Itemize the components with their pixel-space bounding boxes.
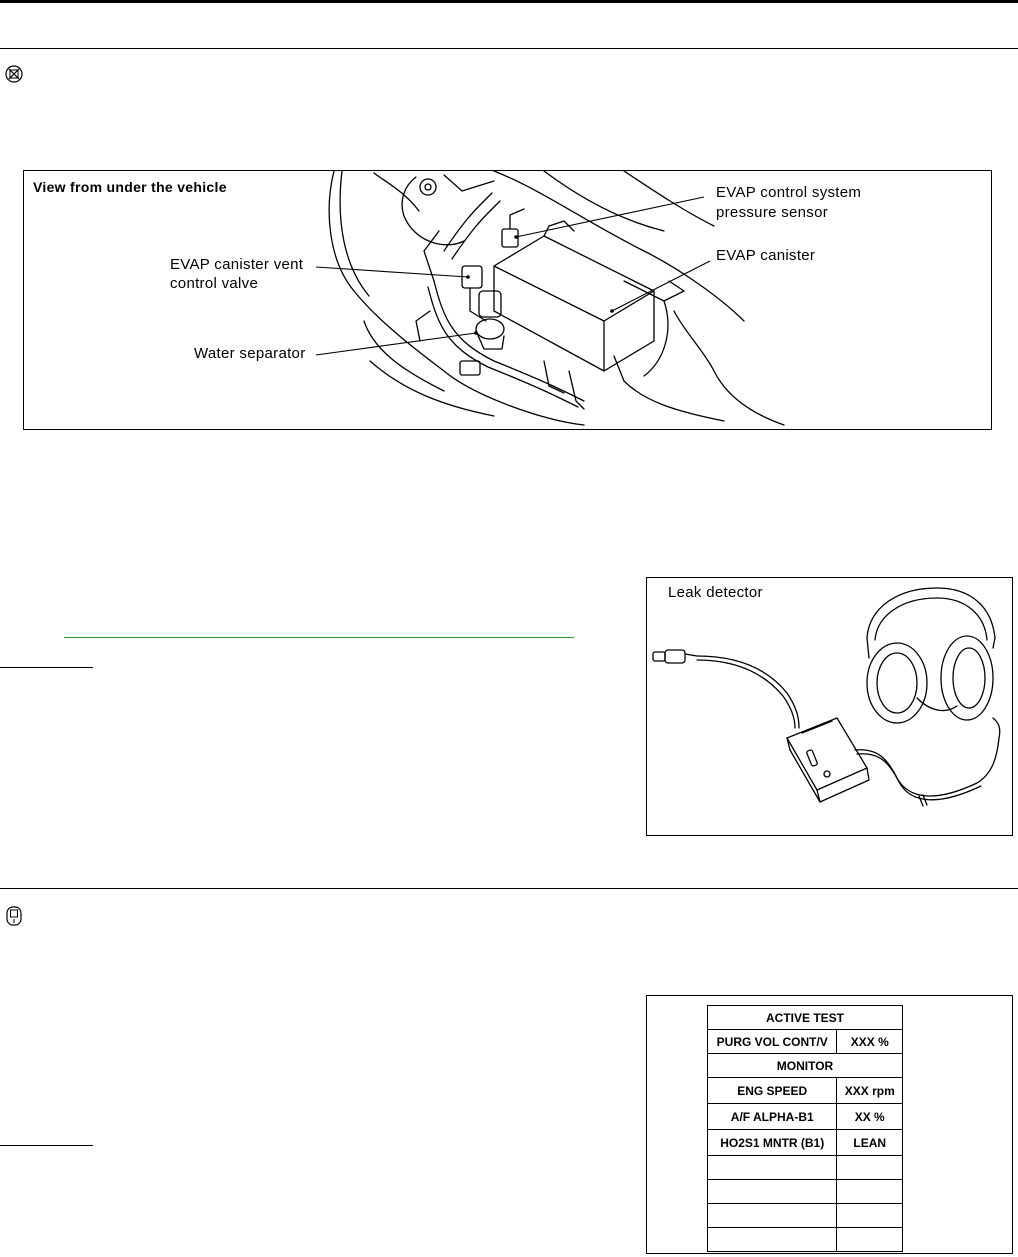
leak-detector-figure: Leak detector xyxy=(646,577,1013,836)
active-test-table: ACTIVE TEST PURG VOL CONT/V XXX % MONITO… xyxy=(706,1005,903,1252)
monitor-item-value: XX % xyxy=(836,1103,903,1130)
monitor-header-row: MONITOR xyxy=(707,1053,903,1078)
callout-evap-canister: EVAP canister xyxy=(716,247,816,264)
active-test-figure: ACTIVE TEST PURG VOL CONT/V XXX % MONITO… xyxy=(646,995,1013,1254)
monitor-item-name: A/F ALPHA-B1 xyxy=(706,1103,838,1130)
reference-link-underline[interactable] xyxy=(64,637,574,638)
monitor-item-name xyxy=(706,1227,838,1252)
active-test-header: ACTIVE TEST xyxy=(707,1005,903,1030)
table-row: HO2S1 MNTR (B1) LEAN xyxy=(706,1129,903,1156)
evap-underbody-drawing xyxy=(315,171,785,426)
callout-pressure-sensor-line2: pressure sensor xyxy=(716,204,829,221)
note-rule-2 xyxy=(0,1145,93,1146)
monitor-item-name: ENG SPEED xyxy=(706,1077,838,1104)
callout-vent-valve-line2: control valve xyxy=(170,275,259,292)
leak-detector-label: Leak detector xyxy=(668,584,763,601)
test-item-row: PURG VOL CONT/V XXX % xyxy=(706,1029,903,1054)
callout-water-separator: Water separator xyxy=(194,345,306,362)
section-divider-2 xyxy=(0,888,1018,889)
consult-tool-icon xyxy=(6,906,22,926)
note-rule-1 xyxy=(0,667,93,668)
active-test-header-row: ACTIVE TEST xyxy=(707,1005,903,1030)
callout-pressure-sensor-line1: EVAP control system xyxy=(716,184,862,201)
table-row: ENG SPEED XXX rpm xyxy=(706,1077,903,1104)
table-row xyxy=(706,1227,903,1252)
monitor-item-value xyxy=(836,1203,903,1228)
table-row xyxy=(706,1179,903,1204)
monitor-header: MONITOR xyxy=(707,1053,903,1078)
test-item-name: PURG VOL CONT/V xyxy=(706,1029,838,1054)
table-row: A/F ALPHA-B1 XX % xyxy=(706,1103,903,1130)
leak-detector-drawing xyxy=(652,587,1001,807)
section-divider-1 xyxy=(0,48,1018,49)
page-top-rule xyxy=(0,0,1018,3)
monitor-item-value xyxy=(836,1227,903,1252)
no-tool-icon xyxy=(5,65,23,83)
monitor-item-value xyxy=(836,1179,903,1204)
monitor-item-name xyxy=(706,1155,838,1180)
monitor-item-value: XXX rpm xyxy=(836,1077,903,1104)
monitor-item-name xyxy=(706,1203,838,1228)
monitor-item-name: HO2S1 MNTR (B1) xyxy=(706,1129,838,1156)
table-row xyxy=(706,1155,903,1180)
monitor-item-value xyxy=(836,1155,903,1180)
evap-location-figure: View from under the vehicle EVAP control… xyxy=(23,170,992,430)
callout-vent-valve-line1: EVAP canister vent xyxy=(170,256,304,273)
monitor-item-value: LEAN xyxy=(836,1129,903,1156)
monitor-item-name xyxy=(706,1179,838,1204)
view-label: View from under the vehicle xyxy=(33,179,227,195)
test-item-value: XXX % xyxy=(836,1029,903,1054)
table-row xyxy=(706,1203,903,1228)
